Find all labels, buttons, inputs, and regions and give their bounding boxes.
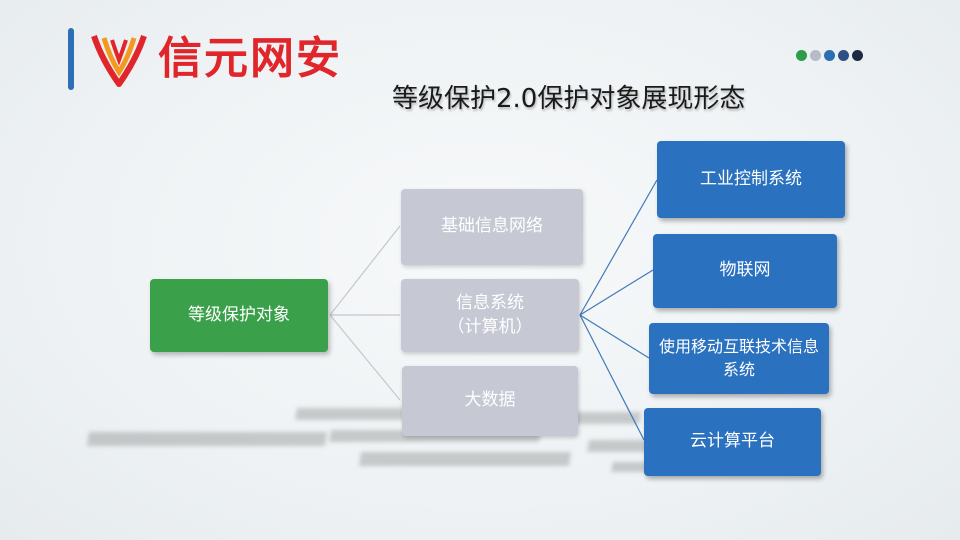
shield-logo-icon bbox=[91, 35, 147, 87]
dot bbox=[810, 50, 821, 61]
dot bbox=[796, 50, 807, 61]
root-node: 等级保护对象 bbox=[150, 279, 328, 352]
middle-node: 基础信息网络 bbox=[401, 189, 583, 265]
middle-node-label: 大数据 bbox=[464, 390, 516, 411]
root-node-label: 等级保护对象 bbox=[188, 304, 290, 325]
leaf-node: 工业控制系统 bbox=[657, 141, 845, 218]
connector-line bbox=[579, 314, 650, 359]
logo-text: 信元网安 bbox=[158, 33, 342, 84]
connector-line bbox=[579, 314, 645, 441]
leaf-node: 物联网 bbox=[653, 234, 837, 308]
leaf-node-label: 工业控制系统 bbox=[700, 168, 802, 189]
middle-node-label: 基础信息网络 bbox=[441, 216, 543, 237]
middle-node: 信息系统 （计算机） bbox=[401, 279, 579, 352]
dot bbox=[838, 50, 849, 61]
logo-accent-bar bbox=[68, 28, 74, 90]
connector-line bbox=[329, 225, 401, 316]
middle-node-sublabel: （计算机） bbox=[447, 316, 533, 337]
leaf-node-label: 物联网 bbox=[719, 260, 771, 281]
dot bbox=[852, 50, 863, 61]
dot bbox=[824, 50, 835, 61]
leaf-node-label: 云计算平台 bbox=[690, 431, 775, 452]
connector-line bbox=[579, 179, 658, 316]
middle-node: 大数据 bbox=[402, 366, 578, 436]
middle-node-label: 信息系统 bbox=[456, 292, 524, 313]
pagination-dots bbox=[796, 50, 863, 61]
connector-line bbox=[579, 269, 654, 316]
leaf-node: 使用移动互联技术信息系统 bbox=[649, 323, 829, 394]
page-title: 等级保护2.0保护对象展现形态 bbox=[392, 84, 746, 114]
connector-line bbox=[329, 314, 401, 401]
leaf-node-label: 使用移动互联技术信息系统 bbox=[658, 337, 819, 379]
leaf-node: 云计算平台 bbox=[644, 408, 821, 476]
